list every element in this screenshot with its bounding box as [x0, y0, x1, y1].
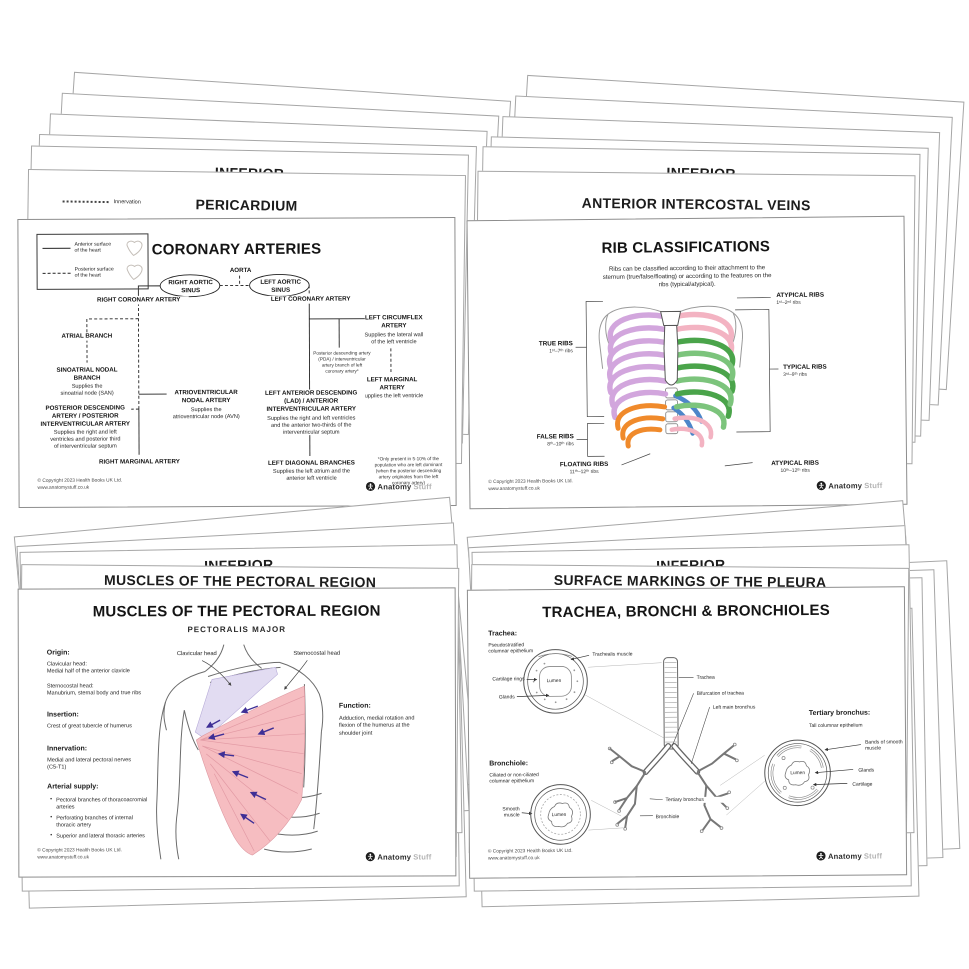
- bronchiole-heading: Bronchiole:: [489, 760, 529, 768]
- anatomystuff-logo-icon: [816, 851, 826, 861]
- label-lumen: Lumen: [551, 812, 567, 819]
- bronchiole-epithelium: Ciliated or non-ciliated columnar epithe…: [489, 772, 539, 785]
- label-smooth-muscle: Smooth muscle: [502, 806, 520, 819]
- trachea-diagram: [516, 649, 861, 845]
- tree-label-bronchiole: Bronchiole: [655, 813, 700, 821]
- page-pectoral-region: MUSCLES OF THE PECTORAL REGION PECTORALI…: [17, 587, 457, 878]
- tertiary-epithelium: Tall columnar epithelium: [808, 722, 863, 730]
- anatomystuff-logo-icon: [816, 481, 826, 491]
- page-rib-classifications: RIB CLASSIFICATIONS Ribs can be classifi…: [466, 215, 908, 510]
- coronary-flowchart-lines: [86, 273, 392, 457]
- copyright-line: © Copyright 2023 Health Books UK Ltd.: [487, 848, 573, 855]
- tree-label-trachea: Trachea: [696, 674, 715, 681]
- label-cartilage-rings: Cartilage rings: [492, 676, 525, 683]
- trachea-epithelium: Pseudostratified columnar epithelium: [488, 642, 534, 655]
- label-lumen: Lumen: [546, 678, 562, 685]
- label-trachealis-muscle: Trachealis muscle: [592, 651, 633, 658]
- label-tertiary-cartilage: Cartilage: [852, 781, 873, 788]
- tree-label-bifurcation: Bifurcation of trachea: [696, 690, 744, 697]
- label-lumen: Lumen: [790, 771, 806, 777]
- ribcage-diagram: [575, 297, 779, 467]
- logo-text-light: Stuff: [863, 850, 883, 861]
- page-title: TRACHEA, BRONCHI & BRONCHIOLES: [542, 601, 830, 622]
- tree-label-left-main-bronchus: Left main bronchus: [712, 704, 756, 711]
- website-line: www.anatomystuff.co.uk: [487, 855, 540, 862]
- trachea-heading: Trachea:: [488, 630, 518, 638]
- page-coronary-arteries: Anterior surface of the heart Posterior …: [17, 217, 457, 508]
- anatomystuff-logo-icon: [365, 481, 376, 492]
- logo-text-bold: Anatomy: [827, 851, 862, 861]
- tree-label-tertiary-bronchus: Tertiary bronchus: [665, 796, 724, 804]
- tertiary-heading: Tertiary bronchus:: [808, 709, 871, 718]
- heart-surface-legend: Anterior surface of the heart Posterior …: [36, 233, 149, 290]
- label-bands-smooth-muscle: Bands of smooth muscle: [865, 739, 903, 752]
- label-tertiary-glands: Glands: [858, 767, 875, 774]
- pectoralis-diagram: [156, 644, 324, 860]
- anatomystuff-logo-icon: [365, 852, 375, 862]
- page-trachea-bronchi: TRACHEA, BRONCHI & BRONCHIOLES Trachea: …: [466, 586, 908, 879]
- copyright: © Copyright 2023 Health Books UK Ltd. ww…: [488, 849, 573, 863]
- heart-sketch-icon: [126, 240, 143, 281]
- label-glands: Glands: [498, 694, 515, 701]
